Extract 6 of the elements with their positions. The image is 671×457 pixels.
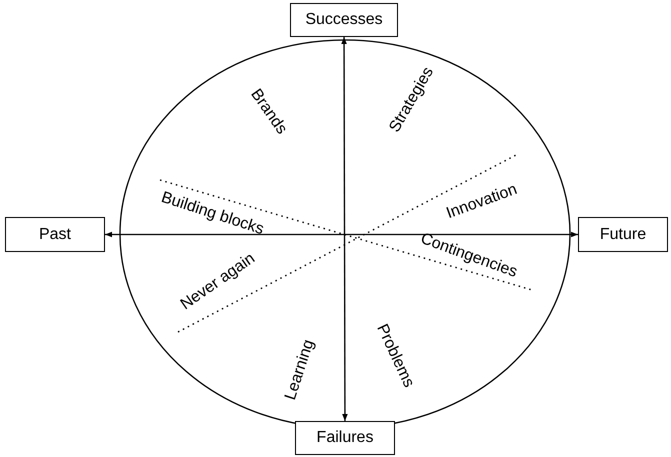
axis-label-box: Successes [290,3,398,37]
axis-label-box: Past [5,217,105,252]
axis-label-box: Failures [295,421,395,455]
double-arrow [105,232,578,238]
axis-label-box: Future [578,217,668,252]
double-arrow [341,37,348,421]
